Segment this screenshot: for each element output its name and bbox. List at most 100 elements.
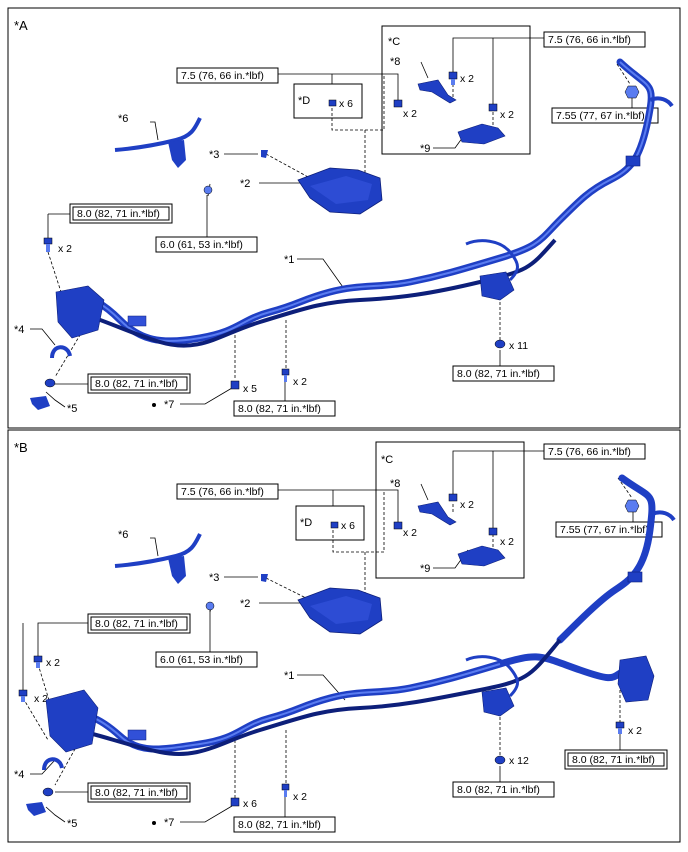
dashed-lines [22,477,633,798]
nut-icon [624,499,640,513]
torque-box [555,521,663,538]
torque-left-lower: 8.0 (82, 71 in.*lbf) [95,378,178,390]
nut-icon [42,787,54,797]
panel-a-frame [7,7,681,429]
torque-left-upper: 8.0 (82, 71 in.*lbf) [77,208,160,220]
torque-bottom-mid: 8.0 (82, 71 in.*lbf) [238,819,321,831]
cover-2 [297,167,383,215]
bolt-icon [281,368,290,382]
nut-icon [44,378,56,388]
clamp-4 [50,345,72,359]
torque-mid-bolt: 6.0 (61, 53 in.*lbf) [160,654,243,666]
torque-box [233,816,336,833]
callout-4: *4 [14,324,24,336]
count-right: x 11 [509,340,528,352]
callout-3: *3 [209,572,219,584]
nut-icon [494,339,506,349]
count-c-top: x 2 [460,499,474,511]
torque-box [176,67,279,84]
nut-icon [205,601,215,611]
clip-icon [261,574,268,582]
wire-harness-1 [55,58,674,348]
torque-box-double [87,613,191,634]
count-left2: x 2 [34,693,48,705]
bolt-icon [33,655,43,668]
torque-box-double [87,782,191,803]
callout-1: *1 [284,254,294,266]
panel-b-frame [7,429,681,843]
torque-bottom-right: 8.0 (82, 71 in.*lbf) [457,784,540,796]
callout-5: *5 [67,403,77,415]
torque-top-mid: 7.5 (76, 66 in.*lbf) [181,70,264,82]
callout-3: *3 [209,149,219,161]
panel-a-label: *A [14,18,28,33]
bracket-8 [417,79,457,104]
bolt-icon [43,237,53,252]
torque-mid-bolt: 6.0 (61, 53 in.*lbf) [160,239,243,251]
bracket-9 [457,123,506,145]
torque-top-right: 7.5 (76, 66 in.*lbf) [548,446,631,458]
torque-box [543,443,646,460]
torque-far-right: 7.55 (77, 67 in.*lbf) [560,524,649,536]
torque-box [176,483,279,500]
bolt-icon [18,689,28,702]
count-clamp: x 5 [243,383,257,395]
leader-lines [30,37,633,408]
count-left: x 2 [58,243,72,255]
callout-4: *4 [14,769,24,781]
torque-box [543,31,646,48]
dot-icon [152,821,156,825]
torque-left-upper: 8.0 (82, 71 in.*lbf) [95,618,178,630]
box-c-label: *C [388,36,400,48]
nut-icon [328,99,337,107]
torque-left-lower: 8.0 (82, 71 in.*lbf) [95,787,178,799]
count-right: x 12 [509,755,529,767]
bolt-icon [615,721,625,734]
box-d [295,505,365,541]
torque-box-double [564,749,668,770]
count-d: x 6 [339,98,353,110]
count-right-extra: x 2 [628,725,642,737]
callout-6: *6 [118,529,128,541]
bolt-icon [488,103,498,112]
torque-top-right: 7.5 (76, 66 in.*lbf) [548,34,631,46]
box-d-label: *D [300,517,312,529]
callout-2: *2 [240,178,250,190]
count-bottom-mid: x 2 [293,376,307,388]
count-bottom-mid: x 2 [293,791,307,803]
box-c-label: *C [381,454,393,466]
bolt-icon [448,71,458,85]
torque-box [452,365,555,382]
callout-5: *5 [67,818,77,830]
count-mid: x 2 [403,108,417,120]
panel-b: *B *C *D x 6 7.5 (76, 66 in.*lbf) 7.5 (7… [7,429,681,843]
callout-9: *9 [420,143,430,155]
count-clamp: x 6 [243,798,257,810]
connector-5 [26,802,46,816]
nut-icon [624,85,640,99]
callout-2: *2 [240,598,250,610]
callout-6: *6 [118,113,128,125]
count-mid: x 2 [403,527,417,539]
torque-right-extra: 8.0 (82, 71 in.*lbf) [572,754,655,766]
bolt-icon [393,99,403,108]
count-left: x 2 [46,657,60,669]
wire-harness-1 [45,474,676,756]
count-c-top: x 2 [460,73,474,85]
torque-box [452,781,555,798]
torque-far-right: 7.55 (77, 67 in.*lbf) [556,110,645,122]
bolt-icon [281,783,290,797]
torque-top-mid: 7.5 (76, 66 in.*lbf) [181,486,264,498]
torque-bottom-right: 8.0 (82, 71 in.*lbf) [457,368,540,380]
nut-icon [330,521,339,529]
clamp-4 [42,757,64,771]
nut-icon [494,755,506,765]
dot-icon [152,403,156,407]
box-d-label: *D [298,95,310,107]
callout-7: *7 [164,399,174,411]
callout-9: *9 [420,563,430,575]
connector-6 [114,117,202,168]
panel-a: *A *C *D x 6 7.5 (76, 66 in.*lbf) 7.5 (7… [7,7,681,429]
torque-box [155,651,258,668]
